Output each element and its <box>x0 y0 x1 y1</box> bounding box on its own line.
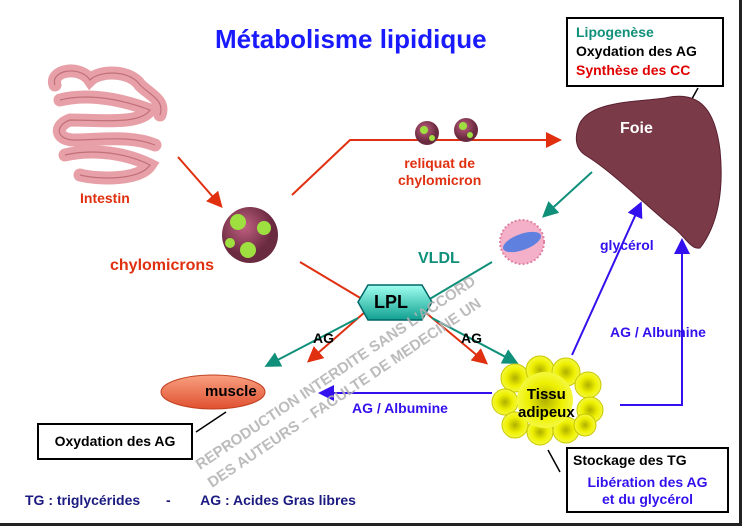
label-ag-left: AG <box>313 330 334 346</box>
legend-separator: - <box>166 492 171 508</box>
legend: TG : triglycérides - AG : Acides Gras li… <box>25 492 356 508</box>
arrow-lpl-muscle-green <box>264 317 359 367</box>
tissu-callout-line <box>547 449 561 473</box>
label-lpl: LPL <box>374 292 408 312</box>
foie-synthese: Synthèse des CC <box>576 62 691 78</box>
arrow-chylomicron-foie <box>291 132 562 196</box>
tissu-glycerol: et du glycérol <box>601 491 694 507</box>
adipose-tissue-illustration <box>491 355 604 446</box>
label-tissu-line2: adipeux <box>518 404 575 421</box>
vldl-particle <box>499 219 545 265</box>
muscle-callout-line <box>195 411 227 433</box>
arrow-tissu-foie-ag <box>620 238 690 406</box>
label-muscle: muscle <box>205 383 257 400</box>
label-glycerol: glycérol <box>600 237 654 253</box>
label-reliquat: reliquat de chylomicron <box>398 155 481 189</box>
label-vldl: VLDL <box>418 250 460 267</box>
tissu-stockage: Stockage des TG <box>573 452 687 468</box>
foie-lipogenese: Lipogenèse <box>576 24 654 40</box>
lpl-enzyme <box>357 284 433 321</box>
label-intestin: Intestin <box>80 190 130 206</box>
arrow-lpl-tissu-green <box>431 317 519 364</box>
legend-tg: TG : triglycérides <box>25 492 141 508</box>
foie-info-box: Lipogenèse Oxydation des AG Synthèse des… <box>566 17 724 87</box>
liver-illustration <box>575 95 722 249</box>
arrow-tissu-foie-glycerol <box>571 201 643 356</box>
label-tissu-line1: Tissu <box>526 386 566 403</box>
chylomicron-remnant-particles <box>415 118 478 145</box>
foie-oxydation: Oxydation des AG <box>576 43 697 59</box>
intestine-illustration <box>48 64 168 185</box>
muscle-info-box: Oxydation des AG <box>37 423 193 460</box>
arrow-intestin-chylomicron <box>177 156 223 209</box>
watermark-line-1: REPRODUCTION INTERDITE SANS L'ACCORD <box>193 273 479 474</box>
label-foie: Foie <box>620 120 653 137</box>
legend-ag: AG : Acides Gras libres <box>200 492 356 508</box>
label-reliquat-line2: chylomicron <box>398 172 482 188</box>
label-chylomicrons: chylomicrons <box>110 257 215 274</box>
label-reliquat-line1: reliquat de <box>404 155 476 171</box>
muscle-oxydation: Oxydation des AG <box>54 433 176 449</box>
tissu-liberation: Libération des AG <box>587 474 708 490</box>
label-tissu: Tissu adipeux <box>518 386 575 422</box>
arrow-foie-vldl <box>542 171 593 218</box>
label-ag-albumine-bottom: AG / Albumine <box>352 400 448 416</box>
arrow-vldl-lpl <box>427 261 493 301</box>
page-title: Métabolisme lipidique <box>215 24 487 54</box>
muscle-illustration <box>160 374 266 410</box>
label-ag-albumine-right: AG / Albumine <box>610 324 706 340</box>
tissu-info-box: Stockage des TG Libération des AG et du … <box>566 447 729 513</box>
chylomicron-particle <box>222 207 278 263</box>
label-ag-right: AG <box>461 330 482 346</box>
